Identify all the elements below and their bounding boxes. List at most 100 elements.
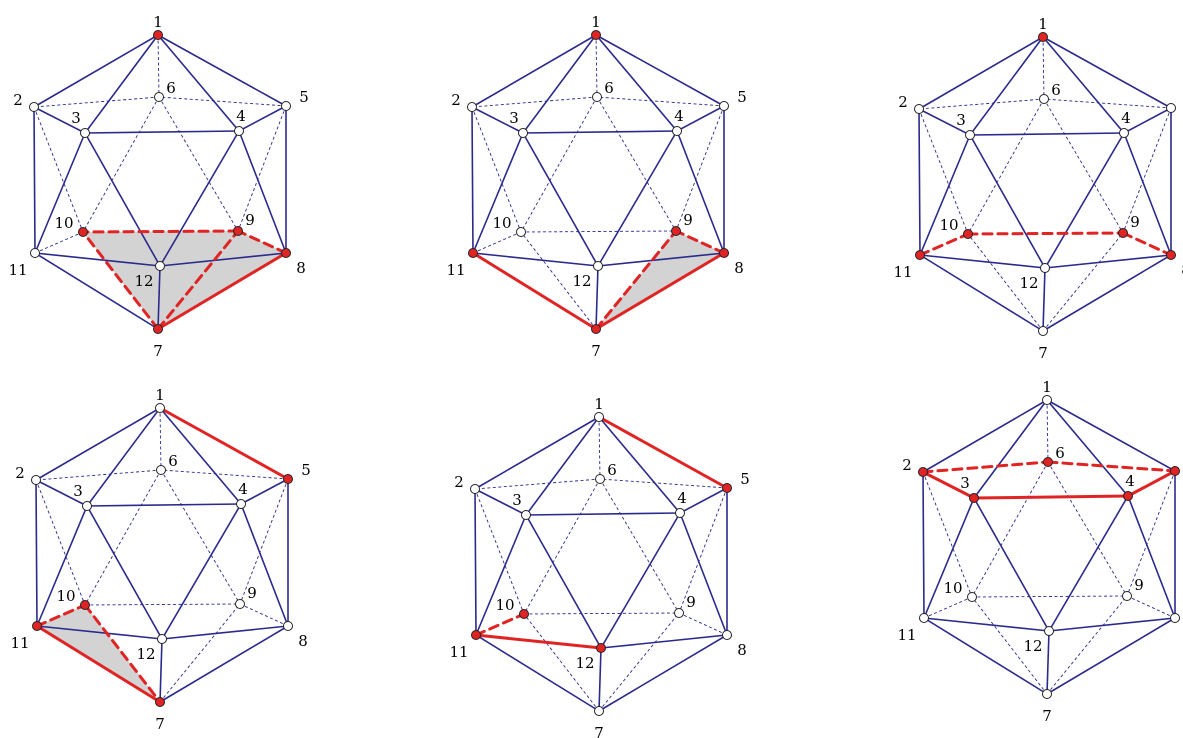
visible-edge	[922, 471, 925, 619]
vertex-label-11: 11	[8, 261, 27, 279]
vertex-label-1: 1	[1038, 15, 1048, 33]
visible-edge	[86, 407, 161, 507]
vertex-label-11: 11	[897, 626, 916, 644]
vertex-label-9: 9	[1130, 213, 1140, 231]
vertex-11	[915, 250, 925, 260]
vertex-label-3: 3	[956, 111, 966, 129]
vertex-3	[969, 493, 979, 503]
vertex-6	[1039, 94, 1049, 104]
vertex-1	[1042, 395, 1052, 405]
vertex-label-9: 9	[1134, 576, 1144, 594]
highlighted-edge	[597, 415, 729, 490]
vertex-label-3: 3	[512, 491, 522, 509]
vertex-label-7: 7	[153, 342, 163, 360]
vertex-6	[154, 92, 164, 102]
highlighted-edge	[474, 633, 603, 650]
vertex-11	[471, 630, 481, 640]
highlighted-edge	[921, 470, 976, 500]
visible-edge	[34, 252, 159, 330]
vertex-label-6: 6	[607, 461, 617, 479]
visible-edge	[471, 106, 474, 254]
vertex-12	[596, 643, 606, 653]
vertex-8	[281, 248, 291, 258]
visible-edge	[475, 634, 600, 712]
highlighted-edge	[35, 624, 162, 704]
visible-edge	[598, 647, 602, 712]
vertex-label-7: 7	[594, 724, 604, 738]
hidden-edge	[1122, 107, 1172, 234]
visible-edge	[33, 106, 86, 134]
visible-edge	[1046, 399, 1129, 497]
vertex-label-1: 1	[153, 13, 163, 31]
shaded-face	[83, 231, 238, 329]
visible-edge	[33, 106, 36, 254]
hidden-edge	[971, 596, 1048, 695]
vertex-3	[80, 128, 90, 138]
vertex-label-1: 1	[1042, 378, 1052, 396]
visible-edge	[472, 252, 599, 267]
vertex-12	[157, 634, 167, 644]
vertex-7	[591, 324, 601, 334]
highlighted-edge	[921, 460, 1050, 474]
hidden-edge	[1046, 595, 1128, 695]
vertex-label-4: 4	[236, 107, 246, 125]
vertex-label-12: 12	[575, 654, 594, 672]
vertex-label-6: 6	[168, 452, 178, 470]
hidden-edge	[675, 105, 725, 232]
visible-edge	[595, 265, 599, 330]
vertex-label-7: 7	[155, 715, 165, 733]
visible-edge	[525, 514, 602, 649]
visible-edge	[923, 617, 1050, 632]
visible-edge	[597, 252, 725, 267]
hidden-edge	[157, 34, 160, 98]
vertex-label-9: 9	[683, 211, 693, 229]
visible-edge	[474, 488, 477, 636]
vertex-label-10: 10	[492, 214, 511, 232]
hidden-edge	[82, 96, 160, 233]
hidden-edge	[922, 471, 973, 598]
hidden-edge	[598, 612, 680, 712]
vertex-6	[156, 465, 166, 475]
hidden-edge	[918, 98, 1045, 110]
visible-edge	[1042, 36, 1172, 109]
visible-edge	[84, 130, 240, 134]
visible-edge	[969, 132, 1125, 136]
visible-edge	[161, 625, 289, 640]
visible-edge	[157, 34, 240, 132]
vertex-label-10: 10	[54, 214, 73, 232]
vertex-label-2: 2	[454, 473, 464, 491]
visible-edge	[919, 134, 971, 256]
visible-edge	[34, 132, 86, 254]
vertex-9	[233, 226, 243, 236]
visible-edge	[84, 132, 161, 267]
vertex-10	[78, 227, 88, 237]
visible-edge	[86, 505, 163, 640]
vertex-label-8: 8	[737, 641, 747, 659]
visible-edge	[35, 479, 38, 627]
visible-edge	[471, 106, 524, 134]
visible-edge	[1044, 254, 1172, 269]
visible-edge	[86, 503, 242, 507]
visible-edge	[35, 407, 161, 481]
hidden-edge	[596, 96, 725, 107]
visible-edge	[474, 488, 527, 516]
vertex-3	[521, 510, 531, 520]
visible-edge	[597, 130, 678, 267]
visible-edge	[525, 416, 600, 516]
vertex-8	[719, 248, 729, 258]
vertex-label-8: 8	[1181, 261, 1183, 279]
visible-edge	[1042, 36, 1125, 134]
hidden-edge	[520, 231, 597, 330]
hidden-edge	[598, 416, 601, 480]
visible-edge	[595, 34, 725, 107]
vertex-12	[1044, 626, 1054, 636]
hidden-edge	[160, 469, 289, 480]
vertex-label-12: 12	[136, 645, 155, 663]
vertex-3	[518, 128, 528, 138]
vertex-label-6: 6	[604, 79, 614, 97]
vertex-label-6: 6	[166, 79, 176, 97]
highlighted-edge	[35, 603, 87, 628]
visible-edge	[973, 399, 1048, 499]
highlighted-edge	[474, 612, 526, 637]
visible-edge	[1042, 254, 1172, 332]
